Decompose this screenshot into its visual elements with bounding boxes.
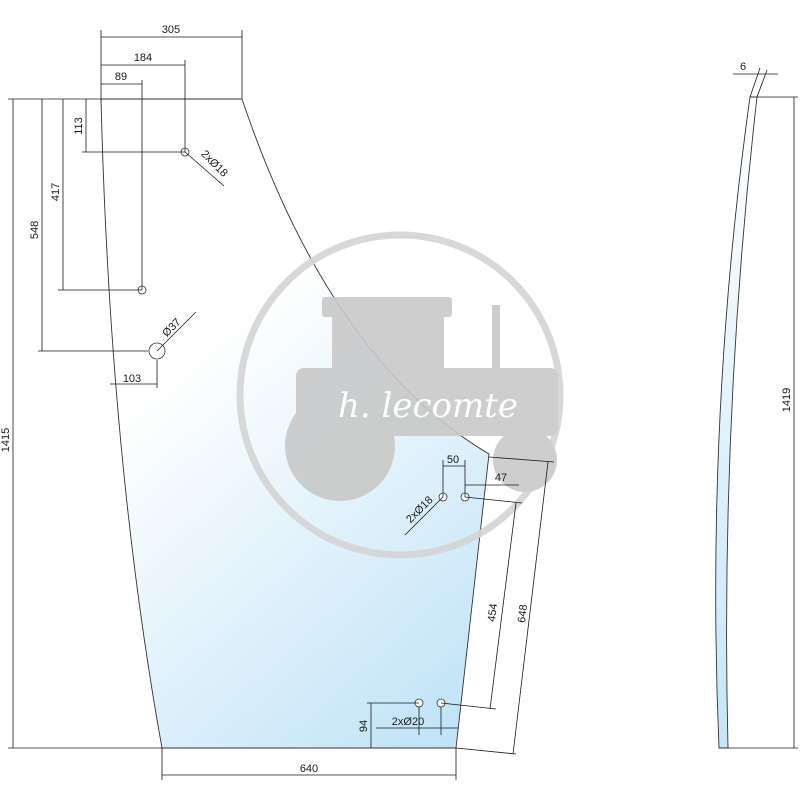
dimension-top-width: 305 — [100, 24, 243, 101]
dimension-hole-y-94: 94 — [358, 702, 419, 748]
svg-text:6: 6 — [740, 61, 746, 73]
svg-text:1415: 1415 — [0, 428, 12, 452]
svg-text:94: 94 — [358, 720, 370, 732]
dimension-side-height: 1419 — [728, 96, 798, 749]
svg-text:50: 50 — [447, 454, 459, 466]
svg-text:648: 648 — [516, 604, 530, 624]
svg-text:1419: 1419 — [781, 388, 793, 412]
svg-text:640: 640 — [300, 763, 318, 775]
watermark-ring — [236, 231, 564, 559]
svg-text:305: 305 — [162, 24, 180, 36]
watermark-text: h. lecomte — [338, 386, 518, 426]
dimension-hole-y-113: 113 — [73, 99, 185, 153]
dimension-hole-x-184: 184 — [101, 52, 186, 152]
svg-text:103: 103 — [123, 373, 141, 385]
dimension-total-height: 1415 — [0, 98, 162, 749]
svg-text:417: 417 — [50, 183, 62, 201]
dimension-hole-x-47: 47 — [465, 472, 519, 486]
dimension-bottom-width: 640 — [161, 748, 457, 780]
svg-text:184: 184 — [134, 52, 152, 64]
glass-side-profile — [715, 96, 758, 749]
dimension-hole-y-454: 454 — [440, 496, 523, 710]
dimension-hole-y-548: 548 — [29, 99, 148, 352]
watermark-logo: h. lecomte — [236, 231, 564, 559]
svg-text:548: 548 — [29, 221, 41, 239]
svg-text:113: 113 — [73, 117, 85, 135]
dimension-hole-y-417: 417 — [50, 99, 142, 291]
dimension-hole-x-103: 103 — [110, 360, 158, 388]
svg-text:89: 89 — [115, 71, 127, 83]
dimension-hole-y-648: 648 — [455, 456, 555, 755]
callout-bottom-pair: 2xØ20 — [376, 707, 458, 735]
dimension-thickness: 6 — [733, 61, 778, 98]
svg-text:47: 47 — [495, 472, 507, 484]
dimension-hole-x-50: 50 — [442, 454, 466, 497]
dimension-hole-x-89: 89 — [101, 71, 143, 290]
svg-text:2xØ20: 2xØ20 — [392, 716, 424, 728]
tractor-logo-icon — [285, 297, 558, 501]
svg-text:454: 454 — [486, 603, 500, 623]
